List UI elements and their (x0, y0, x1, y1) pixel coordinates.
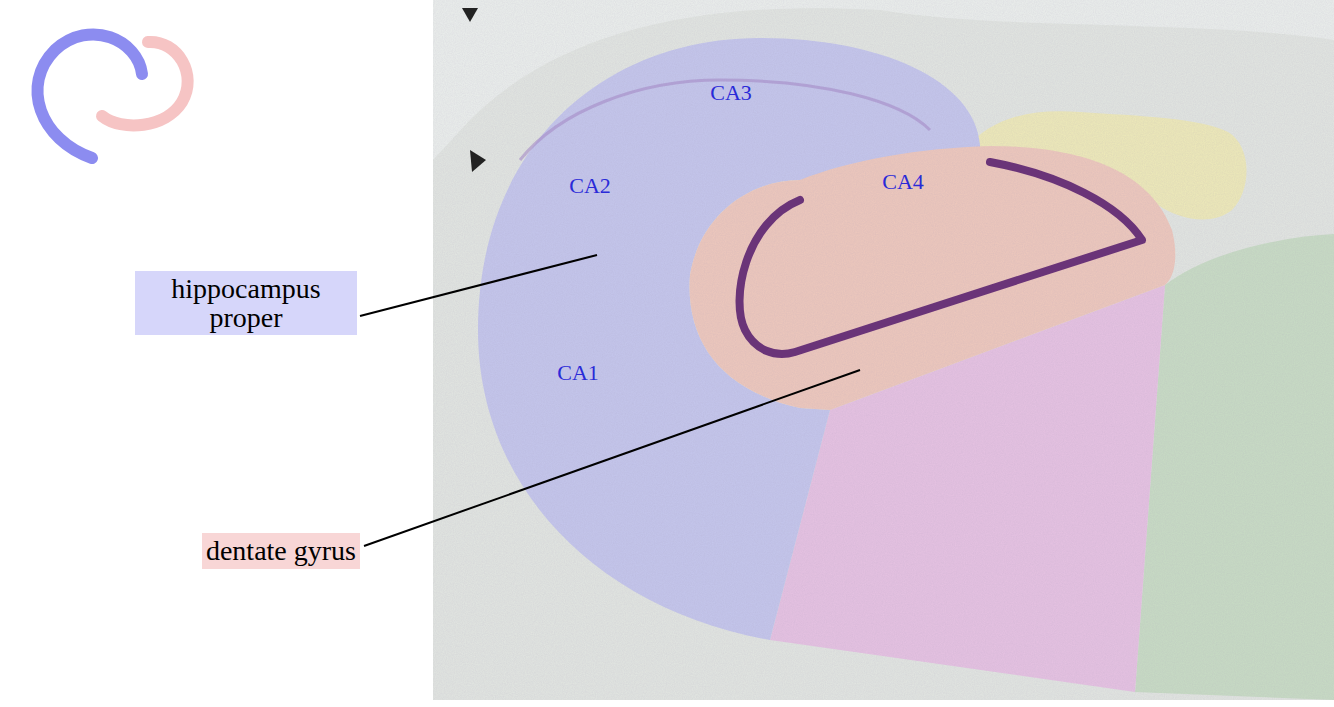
callout-label-box: hippocampus proper (135, 271, 357, 336)
region-label: CA3 (710, 80, 752, 106)
logo-arc (37, 34, 142, 158)
region-label: CA1 (557, 360, 599, 386)
region-label: CA4 (882, 169, 924, 195)
logo-arc (102, 42, 188, 126)
pyramidal-layer (520, 80, 930, 160)
region-label: CA2 (569, 173, 611, 199)
leader-line (364, 370, 860, 546)
granule-cell-layer (740, 162, 1142, 354)
slide-mark (462, 8, 478, 22)
slide-mark (470, 150, 486, 172)
tissue-texture (433, 0, 1334, 700)
callout-text: hippocampus proper (139, 274, 353, 333)
callout-text: dentate gyrus (206, 536, 356, 565)
callout-label-box: dentate gyrus (202, 533, 360, 568)
slide-ground (433, 0, 1334, 700)
leader-line (360, 255, 597, 316)
